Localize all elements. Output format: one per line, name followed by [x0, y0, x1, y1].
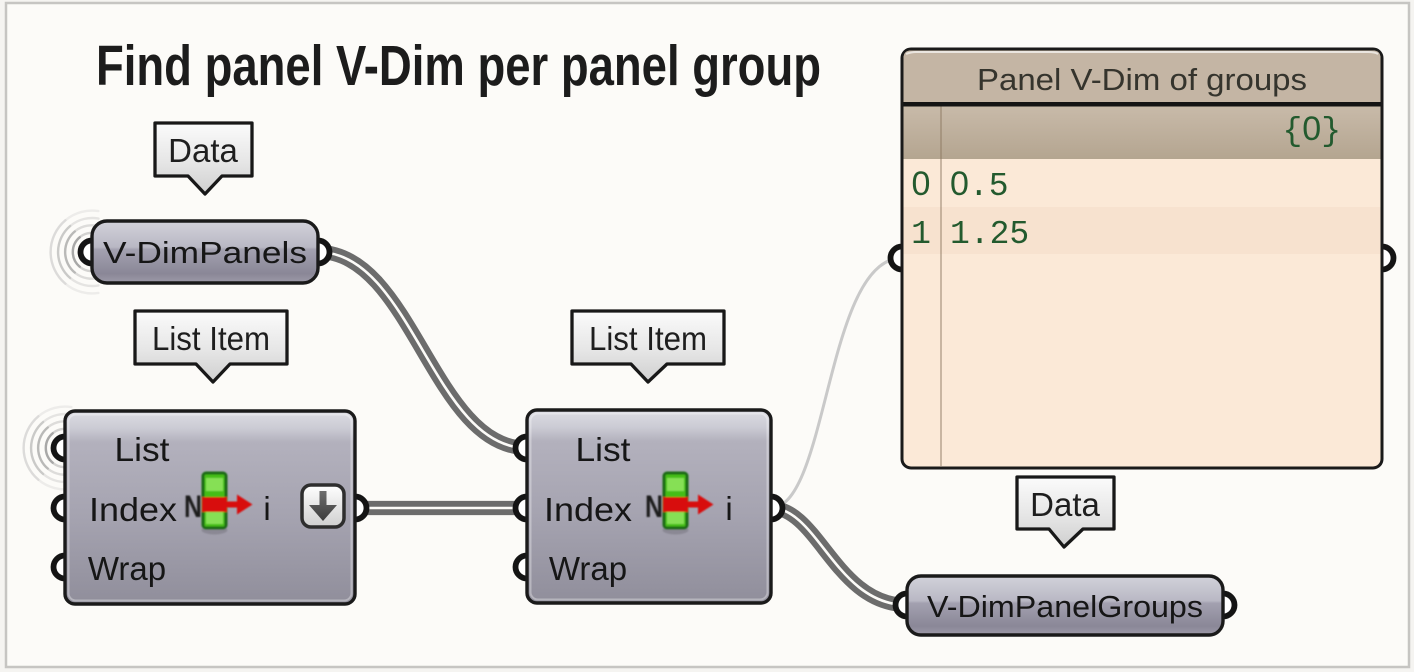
svg-text:N: N	[645, 488, 663, 524]
svg-text:i: i	[725, 490, 732, 527]
svg-text:Wrap: Wrap	[549, 550, 627, 587]
svg-text:Data: Data	[168, 132, 238, 169]
svg-text:Wrap: Wrap	[88, 550, 166, 587]
svg-text:List Item: List Item	[589, 320, 707, 357]
svg-text:Data: Data	[1030, 486, 1100, 523]
svg-text:{0}: {0}	[1282, 110, 1341, 150]
svg-text:1: 1	[911, 216, 931, 253]
svg-text:0.5: 0.5	[950, 165, 1009, 205]
svg-text:V-DimPanelGroups: V-DimPanelGroups	[927, 589, 1203, 624]
svg-text:List: List	[115, 431, 170, 468]
svg-text:N: N	[184, 488, 202, 524]
svg-text:Find panel V-Dim per panel gro: Find panel V-Dim per panel group	[96, 34, 821, 97]
svg-text:V-DimPanels: V-DimPanels	[103, 235, 307, 270]
svg-text:1.25: 1.25	[950, 216, 1029, 253]
svg-text:Panel V-Dim of groups: Panel V-Dim of groups	[977, 63, 1307, 97]
svg-text:0: 0	[912, 165, 931, 203]
svg-text:Index: Index	[89, 491, 178, 528]
svg-text:i: i	[263, 490, 270, 527]
svg-text:Index: Index	[544, 491, 633, 528]
svg-text:List Item: List Item	[152, 320, 270, 357]
svg-text:List: List	[576, 431, 631, 468]
